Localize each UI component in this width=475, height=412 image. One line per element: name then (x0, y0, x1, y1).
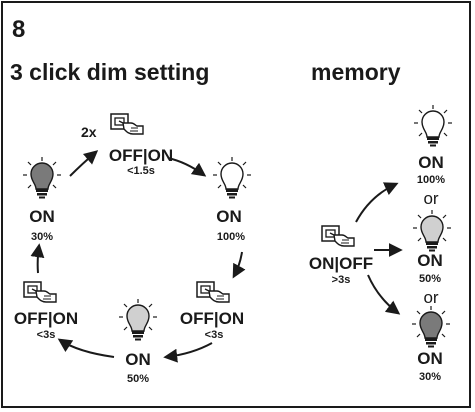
lightbulb-icon-memory-50 (412, 209, 452, 253)
arrow-to-100 (355, 182, 399, 223)
label-off-on-top: OFF|ON (109, 146, 173, 165)
label-off-on-left: OFF|ON (14, 309, 78, 328)
memory-on-30: ON (417, 349, 443, 368)
time-left: <3s (37, 329, 56, 341)
level-100: 100% (217, 231, 245, 243)
lightbulb-icon-30 (22, 156, 62, 200)
time-memory: >3s (332, 274, 351, 286)
label-on-50: ON (125, 350, 151, 369)
click-count: 2x (81, 124, 97, 140)
arrow-click-to-100 (167, 157, 207, 177)
press-switch-icon (321, 225, 355, 247)
memory-on-100: ON (418, 153, 444, 172)
label-on-100: ON (216, 207, 242, 226)
or-separator: or (423, 288, 438, 307)
lightbulb-icon-100 (212, 156, 252, 200)
arrow-100-to-click (232, 251, 246, 279)
press-switch-icon (110, 113, 144, 135)
memory-level-100: 100% (417, 174, 445, 186)
memory-level-50: 50% (419, 273, 441, 285)
lightbulb-icon-memory-100 (413, 104, 453, 148)
cycle-arrows (30, 150, 246, 363)
arrow-30-to-click (69, 150, 99, 177)
arrow-click-to-50 (163, 342, 213, 363)
level-50: 50% (127, 373, 149, 385)
memory-arrows (355, 182, 403, 315)
time-right: <3s (205, 329, 224, 341)
lightbulb-icon-memory-30 (411, 305, 451, 349)
memory-level-30: 30% (419, 371, 441, 383)
arrow-click-to-30 (30, 243, 45, 274)
panel-frame (1, 1, 471, 408)
press-switch-icon (23, 281, 57, 303)
memory-on-50: ON (417, 251, 443, 270)
label-off-on-right: OFF|ON (180, 309, 244, 328)
arrow-50-to-click (57, 338, 115, 358)
press-switch-icon (196, 281, 230, 303)
title-3-click-dim-setting: 3 click dim setting (10, 59, 209, 85)
level-30: 30% (31, 231, 53, 243)
lightbulb-icon-50 (118, 298, 158, 342)
label-on-off-memory: ON|OFF (309, 254, 373, 273)
label-on-30: ON (29, 207, 55, 226)
time-top: <1.5s (127, 165, 155, 177)
or-separator: or (423, 189, 438, 208)
title-memory: memory (311, 59, 401, 85)
step-number: 8 (12, 16, 25, 43)
arrow-to-30 (367, 274, 401, 315)
